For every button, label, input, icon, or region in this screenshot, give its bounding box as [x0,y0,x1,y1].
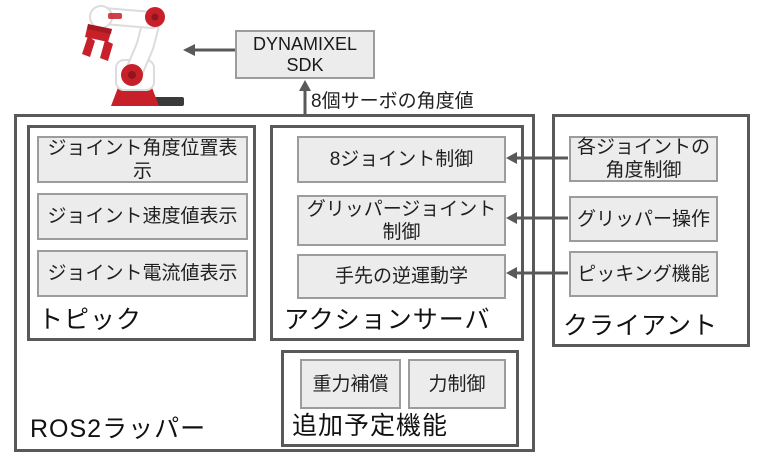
topic-item: ジョイント角度位置表示 [37,136,248,183]
planned-item: 重力補償 [300,359,401,409]
servo-values-label: 8個サーボの角度値 [311,91,474,112]
client-item: ピッキング機能 [569,251,718,297]
planned-features-group-label: 追加予定機能 [292,411,449,440]
action-item: 手先の逆運動学 [297,254,506,299]
action-server-group-label: アクションサーバ [284,305,491,334]
topic-item: ジョイント速度値表示 [37,193,248,240]
client-item: 各ジョイントの 角度制御 [569,136,718,182]
dynamixel-sdk-label-line1: DYNAMIXEL [252,33,358,54]
servo-values-arrow [299,80,311,114]
dynamixel-sdk-box: DYNAMIXEL SDK [235,30,375,79]
planned-item: 力制御 [408,359,506,409]
robot-arm-image [82,5,184,106]
dynamixel-sdk-label-line2: SDK [286,54,324,75]
client-group-box: 各ジョイントの 角度制御 グリッパー操作 ピッキング機能 クライアント [552,114,750,347]
topic-item: ジョイント電流値表示 [37,250,248,297]
action-server-group-box: 8ジョイント制御 グリッパージョイント 制御 手先の逆運動学 アクションサーバ [270,125,524,341]
action-item: グリッパージョイント 制御 [297,195,506,246]
topic-group-label: トピック [38,305,143,334]
topic-group-box: ジョイント角度位置表示 ジョイント速度値表示 ジョイント電流値表示 トピック [27,125,256,341]
action-item: 8ジョイント制御 [297,136,506,183]
client-item: グリッパー操作 [569,196,718,242]
robot-gripper [82,24,113,61]
client-group-label: クライアント [563,311,719,340]
planned-features-group-box: 重力補償 力制御 追加予定機能 [281,350,519,447]
ros2-wrapper-label: ROS2ラッパー [30,414,207,443]
